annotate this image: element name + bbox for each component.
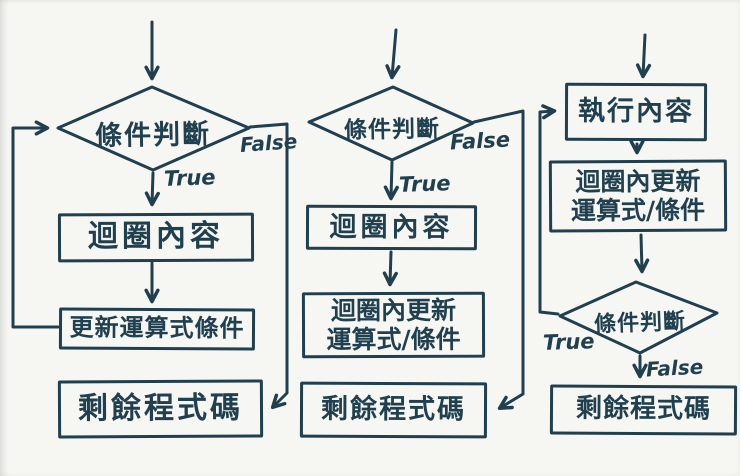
- false-label-right: False: [645, 354, 704, 382]
- rest-code-label-right: 剩餘程式碼: [575, 393, 712, 425]
- update-label-middle-line1: 迴圈內更新: [330, 295, 456, 325]
- rest-code-box-middle: 剩餘程式碼: [299, 381, 488, 439]
- arrow-entry-right: [635, 33, 652, 79]
- decision-diamond-middle: [307, 85, 475, 162]
- true-label-left: True: [163, 165, 216, 191]
- rest-code-label-middle: 剩餘程式碼: [320, 394, 467, 426]
- rest-code-box-right: 剩餘程式碼: [549, 384, 738, 436]
- update-box-middle: 迴圈內更新 運算式/條件: [301, 291, 486, 359]
- arrow-entry-middle: [385, 28, 401, 80]
- update-label-right-line2: 運算式/條件: [570, 195, 706, 226]
- decision-diamond-right: [558, 280, 719, 355]
- loop-body-label-left: 迴圈內容: [87, 219, 225, 255]
- execute-label-right: 執行內容: [577, 96, 695, 128]
- update-label-middle-line2: 運算式/條件: [326, 324, 461, 355]
- update-label-left: 更新運算式條件: [69, 313, 245, 343]
- true-label-middle: True: [398, 171, 451, 197]
- wire-false-left: [248, 122, 289, 410]
- rest-code-box-left: 剩餘程式碼: [57, 379, 264, 439]
- wire-loopback-left: [11, 120, 60, 329]
- update-box-right: 迴圈內更新 運算式/條件: [548, 159, 728, 233]
- loop-body-label-middle: 迴圈內容: [329, 211, 454, 244]
- execute-box-right: 執行內容: [564, 82, 708, 142]
- arrow-update-to-diamond-right: [634, 233, 650, 274]
- wire-false-middle: [472, 109, 525, 411]
- loop-body-box-left: 迴圈內容: [57, 212, 255, 263]
- loop-body-box-middle: 迴圈內容: [305, 204, 478, 251]
- update-box-left: 更新運算式條件: [58, 307, 256, 351]
- arrow-true-middle: [383, 160, 399, 201]
- condition-label-left: 條件判斷: [94, 118, 212, 153]
- decision-diamond-left: [56, 85, 251, 172]
- false-label-middle: False: [449, 127, 511, 155]
- wire-loopback-right: [538, 104, 560, 316]
- true-label-right: True: [542, 329, 595, 355]
- update-label-right-line1: 迴圈內更新: [575, 166, 701, 196]
- condition-label-middle: 條件判斷: [343, 116, 441, 144]
- rest-code-label-left: 剩餘程式碼: [77, 390, 244, 427]
- arrow-true-left: [144, 171, 160, 207]
- false-label-left: False: [239, 129, 298, 157]
- arrow-body-to-update-middle: [382, 250, 398, 287]
